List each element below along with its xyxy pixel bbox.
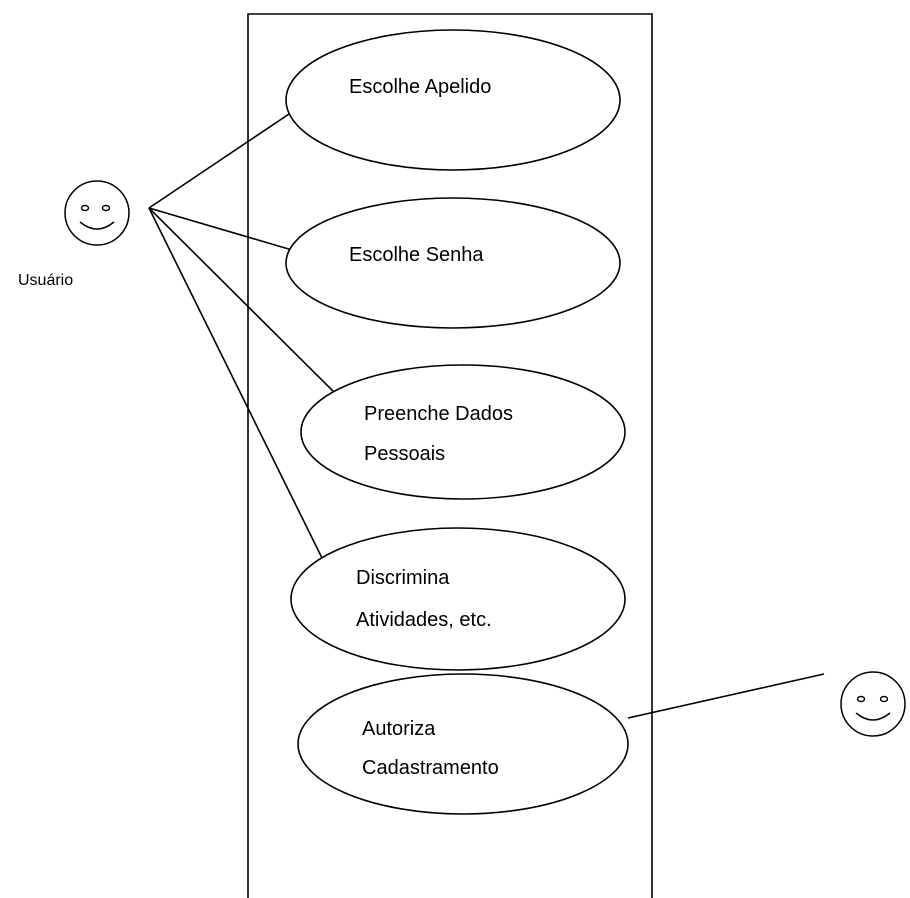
use-case-label-line-1: Preenche Dados — [364, 403, 513, 425]
use-case-escolhe-senha: Escolhe Senha — [285, 197, 621, 329]
association-line-preenche-dados — [148, 207, 344, 402]
use-case-label-line-1: Autoriza — [362, 718, 436, 740]
use-case-label: Escolhe Senha — [349, 244, 484, 266]
use-case-discrimina-atividades: Discrimina Atividades, etc. — [290, 527, 626, 671]
use-case-label-line-2: Atividades, etc. — [356, 609, 492, 631]
association-line-discrimina-atividades — [148, 207, 323, 559]
association-line-autoriza-cadastramento — [627, 673, 825, 719]
use-case-autoriza-cadastramento: Autoriza Cadastramento — [297, 673, 629, 815]
use-case-label-line-2: Pessoais — [364, 443, 445, 465]
association-line-escolhe-apelido — [148, 111, 293, 209]
actor-admin — [840, 671, 906, 737]
actor-label: Usuário — [18, 272, 73, 289]
smiley-face-icon — [840, 671, 906, 737]
use-case-escolhe-apelido: Escolhe Apelido — [285, 29, 621, 171]
actor-usuario: Usuário — [18, 180, 130, 289]
association-line-escolhe-senha — [148, 207, 293, 251]
use-case-label-line-2: Cadastramento — [362, 757, 499, 779]
use-case-label: Escolhe Apelido — [349, 76, 491, 98]
system-boundary — [247, 13, 653, 898]
use-case-label-line-1: Discrimina — [356, 567, 450, 589]
use-case-preenche-dados-pessoais: Preenche Dados Pessoais — [300, 364, 626, 500]
smiley-face-icon — [64, 180, 130, 246]
